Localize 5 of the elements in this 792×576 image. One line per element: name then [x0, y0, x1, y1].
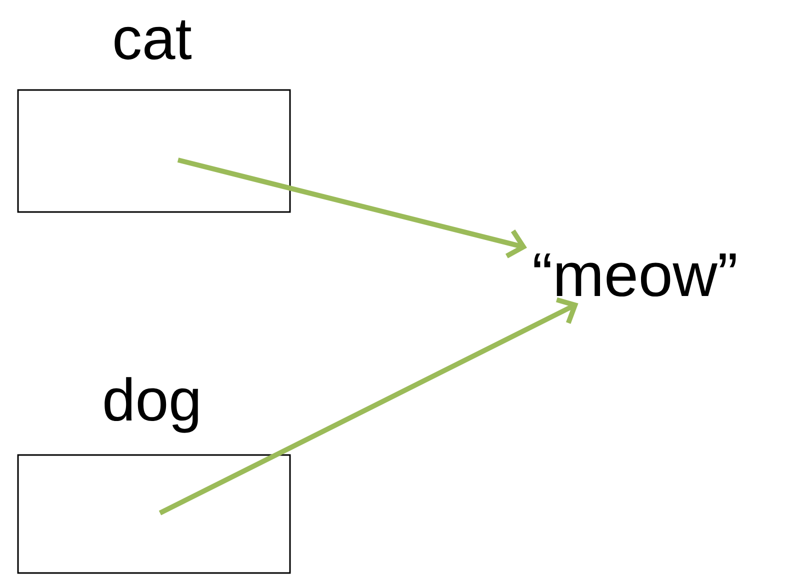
arrow [177, 158, 527, 258]
variable-name: dog [104, 377, 198, 433]
string-value: “meow” [534, 253, 736, 297]
variable-name: cat [114, 20, 192, 60]
arrow [158, 297, 578, 516]
